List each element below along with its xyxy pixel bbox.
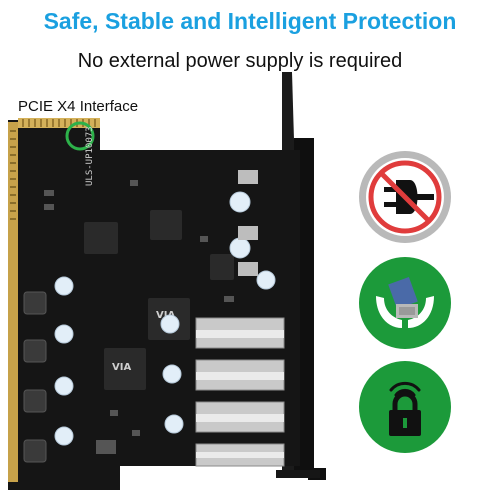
board-silkscreen: ULS-UP10073 [85,126,95,186]
interface-highlight-ring [65,121,95,151]
usb-port-2 [195,359,285,391]
usb-port-3 [195,401,285,433]
chip-mark-1: VIA [112,362,131,373]
pcie-interface-label: PCIE X4 Interface [18,98,139,115]
subline: No external power supply is required [77,50,403,72]
lock-signal-icon [359,361,451,453]
usb-ports [195,317,285,467]
capacitors [54,191,276,446]
headline: Safe, Stable and Intelligent Protection [43,8,457,34]
usb-port-1 [195,317,285,349]
protected-chip-hands-icon [359,257,451,349]
chip-mark-2: VIA [156,310,175,321]
usb-port-4 [195,443,285,467]
no-power-plug-icon [359,151,451,243]
inductors [23,291,47,463]
